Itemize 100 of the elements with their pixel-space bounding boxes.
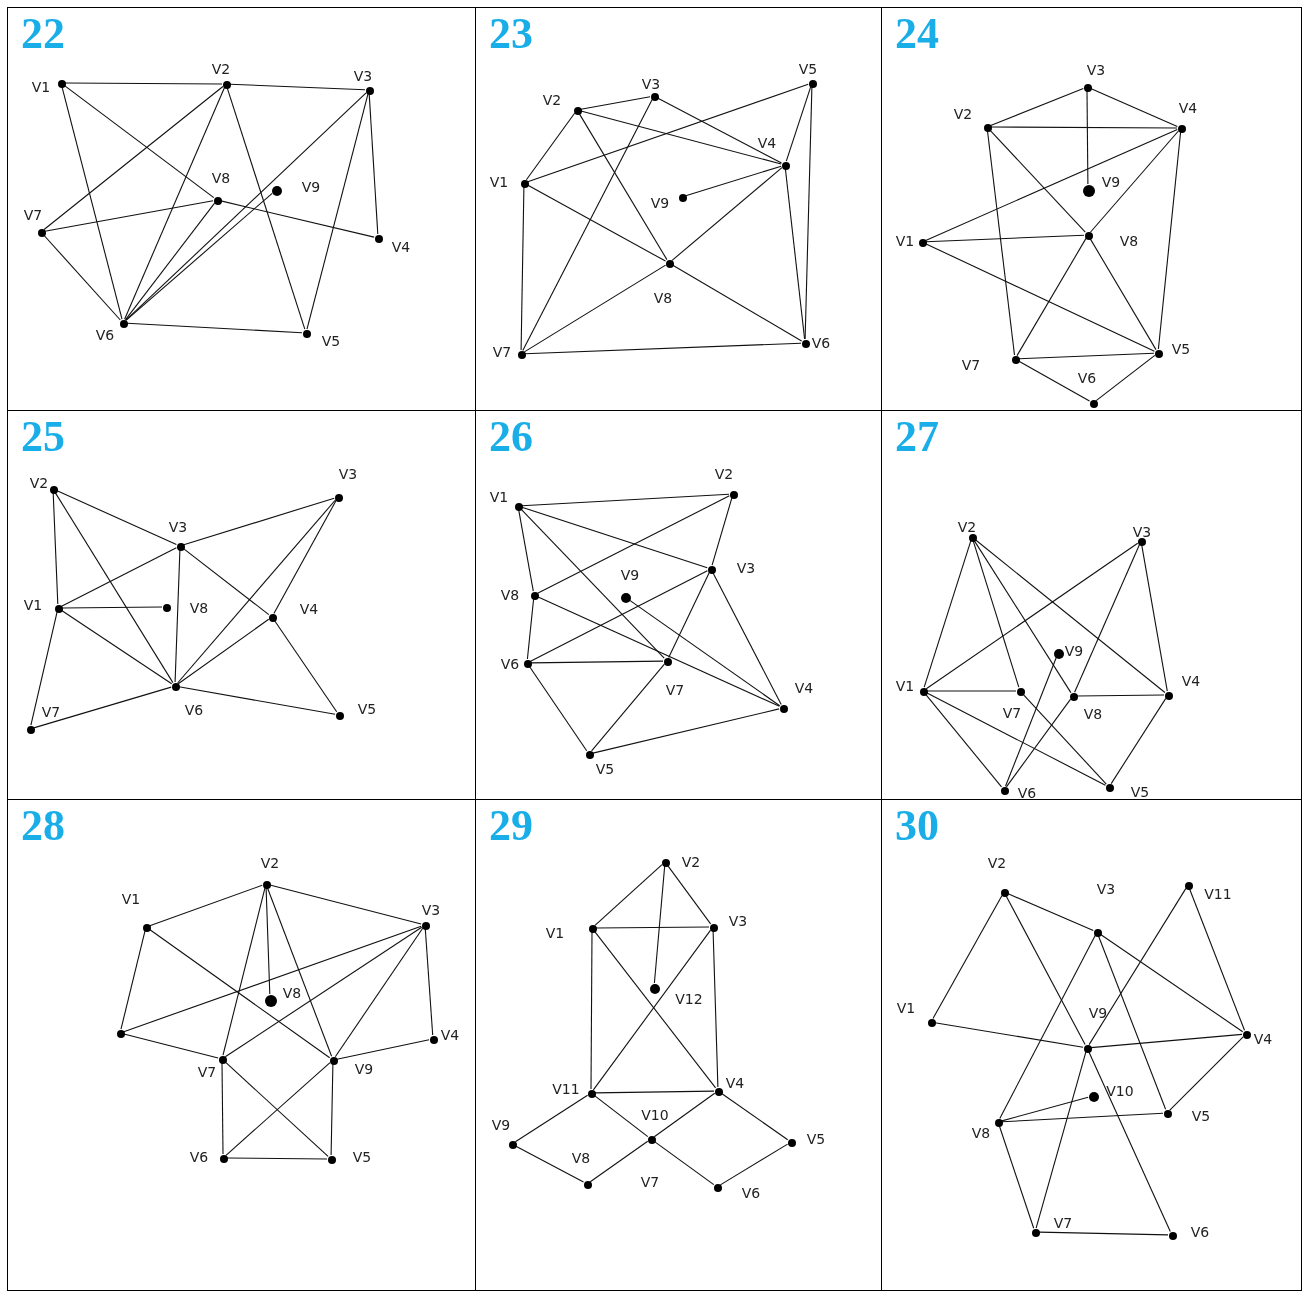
vertex-label: V5 — [357, 702, 377, 716]
edge-line — [1016, 237, 1087, 357]
vertex-dot — [117, 1030, 125, 1038]
edge-line — [1097, 935, 1167, 1110]
vertex-label: V1 — [23, 598, 43, 612]
panel-number: 25 — [21, 415, 65, 459]
vertex-label: V5 — [595, 762, 615, 776]
vertex-dot — [1032, 1229, 1040, 1237]
vertex-dot — [330, 1057, 338, 1065]
panel-number: 28 — [21, 804, 65, 848]
vertex-label: V1 — [489, 175, 509, 189]
vertex-label: V4 — [725, 1076, 745, 1090]
vertex-dot — [177, 543, 185, 551]
vertex-dot — [780, 705, 788, 713]
edge-line — [43, 234, 121, 321]
edge-line — [593, 1094, 649, 1138]
vertex-dot — [666, 260, 674, 268]
edge-line — [972, 540, 1020, 688]
vertex-dot — [708, 566, 716, 574]
vertex-label: V2 — [681, 855, 701, 869]
edge-line — [1099, 933, 1244, 1033]
edge-line — [514, 1094, 589, 1143]
edge-line — [999, 934, 1096, 1120]
edge-line — [334, 927, 424, 1058]
edge-line — [591, 663, 665, 752]
edge-line — [526, 598, 535, 660]
edge-line — [182, 547, 270, 616]
vertex-label: V5 — [1130, 785, 1150, 799]
vertex-label: V9 — [650, 196, 670, 210]
vertex-dot — [584, 1181, 592, 1189]
vertex-label: V2 — [211, 62, 231, 76]
edge-line — [273, 619, 338, 713]
vertex-dot — [1012, 356, 1020, 364]
vertex-dot — [1178, 125, 1186, 133]
edge-line — [124, 87, 225, 320]
edge-line — [1007, 893, 1094, 931]
edge-line — [925, 234, 1085, 243]
vertex-label: V8 — [571, 1151, 591, 1165]
edge-line — [1188, 888, 1246, 1031]
vertex-label: V8 — [500, 588, 520, 602]
edge-line — [520, 186, 525, 351]
vertex-label: V2 — [957, 520, 977, 534]
vertex-label: V2 — [542, 93, 562, 107]
edge-line — [1038, 1231, 1169, 1236]
edge-line — [229, 83, 366, 91]
vertex-dot — [1084, 84, 1092, 92]
vertex-dot — [809, 80, 817, 88]
edge-line — [273, 499, 337, 615]
edge-line — [177, 618, 270, 685]
vertex-label: V8 — [1083, 707, 1103, 721]
vertex-label: V2 — [953, 107, 973, 121]
edge-line — [671, 264, 803, 342]
vertex-dot — [27, 726, 35, 734]
edge-line — [594, 864, 663, 926]
vertex-label: V9 — [1064, 644, 1084, 658]
vertex-dot — [621, 593, 631, 603]
vertex-dot — [802, 340, 810, 348]
vertex-dot — [163, 604, 171, 612]
vertex-label: V1 — [895, 679, 915, 693]
edge-line — [580, 96, 651, 110]
vertex-label: V9 — [1101, 175, 1121, 189]
edge-line — [61, 606, 163, 609]
vertex-label: V1 — [895, 234, 915, 248]
vertex-label: V6 — [1017, 786, 1037, 800]
edge-line — [265, 887, 271, 995]
panel-number: 30 — [895, 804, 939, 848]
edge-line — [923, 540, 972, 688]
vertex-label: V9 — [354, 1062, 374, 1076]
vertex-label: V8 — [1119, 234, 1139, 248]
vertex-dot — [1106, 784, 1114, 792]
vertex-label: V7 — [197, 1065, 217, 1079]
vertex-label: V3 — [641, 77, 661, 91]
vertex-label: V2 — [29, 476, 49, 490]
vertex-label: V6 — [184, 703, 204, 717]
vertex-label: V4 — [391, 240, 411, 254]
edge-line — [148, 928, 331, 1059]
vertex-dot — [1089, 1092, 1099, 1102]
edge-line — [526, 184, 667, 262]
vertex-label: V8 — [211, 171, 231, 185]
edge-line — [925, 243, 1155, 352]
edge-line — [666, 864, 712, 925]
vertex-label: V5 — [798, 62, 818, 76]
edge-line — [120, 930, 146, 1030]
vertex-label: V7 — [640, 1175, 660, 1189]
edge-line — [177, 499, 336, 684]
vertex-dot — [710, 924, 718, 932]
edge-line — [43, 85, 224, 231]
edge-line — [594, 1090, 715, 1094]
edge-line — [974, 538, 1166, 694]
edge-line — [64, 82, 223, 85]
edge-line — [653, 1140, 715, 1186]
vertex-dot — [518, 351, 526, 359]
edge-line — [990, 87, 1084, 127]
vertex-label: V6 — [189, 1150, 209, 1164]
vertex-label: V7 — [1002, 706, 1022, 720]
vertex-dot — [664, 658, 672, 666]
edge-line — [925, 129, 1178, 241]
edge-line — [524, 342, 802, 355]
edge-line — [221, 1062, 224, 1155]
vertex-label: V6 — [741, 1186, 761, 1200]
